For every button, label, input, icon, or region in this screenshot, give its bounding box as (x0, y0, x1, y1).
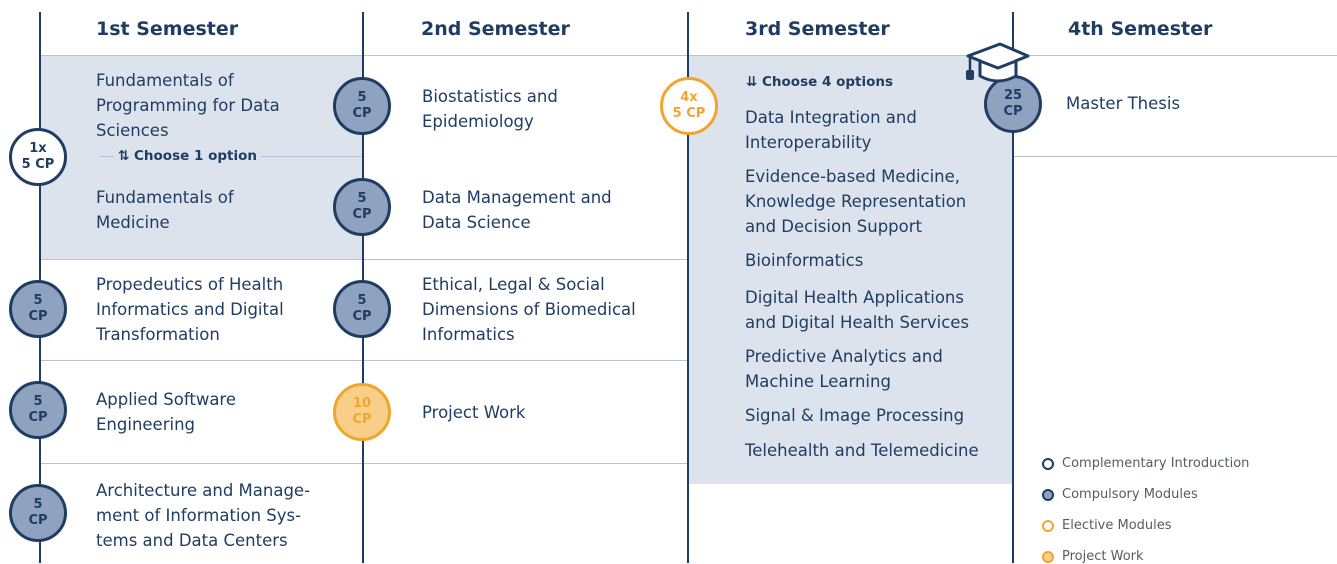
module-propedeutics: Propedeutics of Health Informatics and D… (96, 275, 284, 344)
sem1-choose-label: ⇅ Choose 1 option (114, 148, 261, 164)
sem3-choose-label: ⇊ Choose 4 options (742, 74, 898, 90)
legend-swatch (1042, 457, 1054, 470)
elective-evidence-based-medicine: Evidence-based Medicine, Knowledge Repre… (745, 167, 967, 236)
sem4-line (1012, 12, 1014, 563)
row-separator (41, 360, 689, 361)
elective-signal-image: Signal & Image Processing (745, 406, 965, 425)
legend-item-elective: Elective Modules (1042, 518, 1172, 533)
sem2-title: 2nd Semester (421, 18, 570, 40)
elective-bioinformatics: Bioinformatics (745, 251, 864, 270)
legend-swatch (1042, 488, 1054, 501)
elective-telehealth: Telehealth and Telemedicine (745, 441, 979, 460)
module-fundamentals-medicine: Fundamentals of Medicine (96, 188, 234, 232)
graduation-cap-icon (966, 42, 1030, 83)
sem2-row-separator (363, 156, 689, 157)
sem1-title: 1st Semester (96, 18, 239, 40)
row-separator (41, 463, 689, 464)
legend-item-project: Project Work (1042, 549, 1144, 564)
module-data-management: Data Management and Data Science (422, 188, 612, 232)
module-master-thesis: Master Thesis (1066, 94, 1181, 113)
module-applied-software-engineering: Applied Software Engineering (96, 390, 237, 434)
sem3-line (687, 12, 689, 563)
legend-swatch (1042, 519, 1054, 532)
module-biostatistics: Biostatistics and Epidemiology (422, 87, 558, 131)
legend-item-compulsory: Compulsory Modules (1042, 487, 1198, 502)
elective-data-integration: Data Integration and Interoperability (745, 108, 917, 152)
module-project-work: Project Work (422, 403, 526, 422)
module-fundamentals-programming: Fundamentals of Programming for Data Sci… (96, 71, 280, 140)
row-separator (1013, 156, 1337, 157)
sem3-title: 3rd Semester (745, 18, 890, 40)
elective-predictive-analytics: Predictive Analytics and Machine Learnin… (745, 347, 943, 391)
sem3-elective-group-bg (689, 56, 1013, 484)
module-ethical-legal-social: Ethical, Legal & Social Dimensions of Bi… (422, 275, 636, 344)
down-arrows-icon: ⇊ (746, 74, 758, 90)
header-separator (41, 55, 1337, 56)
row-separator (41, 259, 689, 260)
legend-swatch (1042, 550, 1054, 563)
swap-arrows-icon: ⇅ (118, 148, 130, 164)
module-architecture-information-systems: Architecture and Manage-ment of Informat… (96, 481, 311, 550)
sem4-title: 4th Semester (1068, 18, 1213, 40)
elective-digital-health: Digital Health Applications and Digital … (745, 288, 970, 332)
legend-item-introduction: Complementary Introduction (1042, 456, 1249, 471)
